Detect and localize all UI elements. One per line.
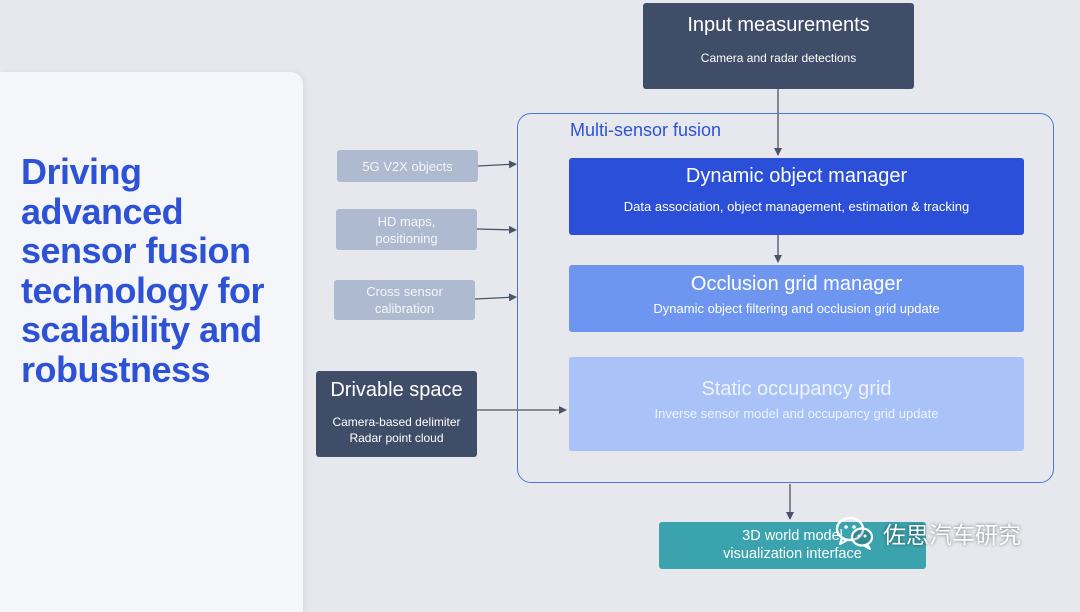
world-model-line1: 3D world model — [742, 528, 843, 544]
world-model-line2: visualization interface — [723, 546, 862, 562]
drivable-space-line1: Camera-based delimiter — [332, 415, 461, 429]
static-occupancy-grid-title: Static occupancy grid — [701, 378, 892, 400]
cross-sensor-calibration-box: Cross sensor calibration — [334, 280, 475, 320]
static-occupancy-grid-box: Static occupancy grid Inverse sensor mod… — [569, 357, 1024, 451]
occlusion-grid-manager-box: Occlusion grid manager Dynamic object fi… — [569, 265, 1024, 332]
occlusion-grid-manager-subtitle: Dynamic object filtering and occlusion g… — [653, 301, 940, 316]
input-measurements-title: Input measurements — [687, 14, 870, 36]
left-title-panel — [0, 72, 303, 612]
v2x-objects-label: 5G V2X objects — [362, 158, 453, 174]
dynamic-object-manager-box: Dynamic object manager Data association,… — [569, 158, 1024, 235]
hd-maps-box: HD maps, positioning — [336, 209, 477, 250]
arrow-cross-to-fusion — [474, 293, 517, 302]
world-model-output-box: 3D world model visualization interface — [659, 522, 926, 569]
arrow-v2x-to-fusion — [477, 160, 517, 169]
drivable-space-box: Drivable space Camera-based delimiter Ra… — [316, 371, 477, 457]
multi-sensor-fusion-frame — [517, 113, 1054, 483]
cross-sensor-calibration-label: Cross sensor calibration — [366, 284, 443, 316]
drivable-space-title: Drivable space — [330, 379, 463, 401]
drivable-space-line2: Radar point cloud — [349, 431, 444, 445]
watermark-text: 佐思汽车研究 — [883, 523, 1021, 549]
diagram-connectors — [474, 89, 794, 520]
occlusion-grid-manager-title: Occlusion grid manager — [690, 273, 903, 295]
arrow-hd-to-fusion — [476, 225, 517, 234]
dynamic-object-manager-title: Dynamic object manager — [685, 165, 908, 187]
wechat-icon — [835, 516, 874, 550]
static-occupancy-grid-subtitle: Inverse sensor model and occupancy grid … — [654, 406, 939, 421]
input-measurements-subtitle: Camera and radar detections — [700, 51, 857, 65]
dynamic-object-manager-subtitle: Data association, object management, est… — [623, 199, 970, 214]
page-headline: Driving advanced sensor fusion technolog… — [21, 151, 265, 390]
v2x-objects-box: 5G V2X objects — [337, 150, 478, 182]
watermark: 佐思汽车研究 — [835, 515, 1021, 551]
multi-sensor-fusion-label: Multi-sensor fusion — [570, 120, 722, 140]
input-measurements-box: Input measurements Camera and radar dete… — [643, 3, 914, 89]
hd-maps-label: HD maps, positioning — [375, 213, 438, 246]
